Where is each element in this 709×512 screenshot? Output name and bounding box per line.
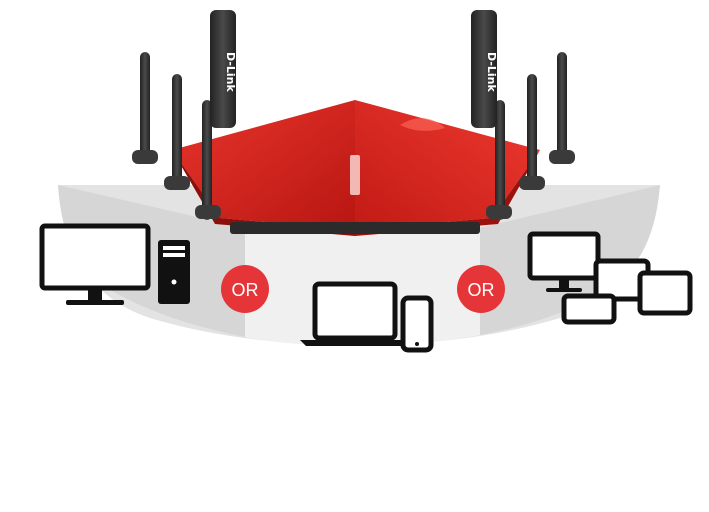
phone-landscape-icon	[561, 293, 617, 325]
monitor-icon	[527, 231, 601, 292]
brand-text-right: D-Link	[485, 52, 498, 93]
router-body	[172, 100, 540, 236]
brand-text-left: D-Link	[224, 52, 237, 93]
or-label-right: OR	[468, 280, 495, 300]
pc-tower-icon	[158, 240, 190, 304]
desktop-monitor-icon	[39, 223, 151, 305]
smartphone-icon	[400, 295, 434, 353]
or-label-left: OR	[232, 280, 259, 300]
antennas	[132, 10, 575, 220]
or-badge-left: OR	[221, 265, 269, 313]
tablet-icon	[637, 270, 693, 316]
or-badge-right: OR	[457, 265, 505, 313]
laptop-icon	[300, 281, 410, 346]
